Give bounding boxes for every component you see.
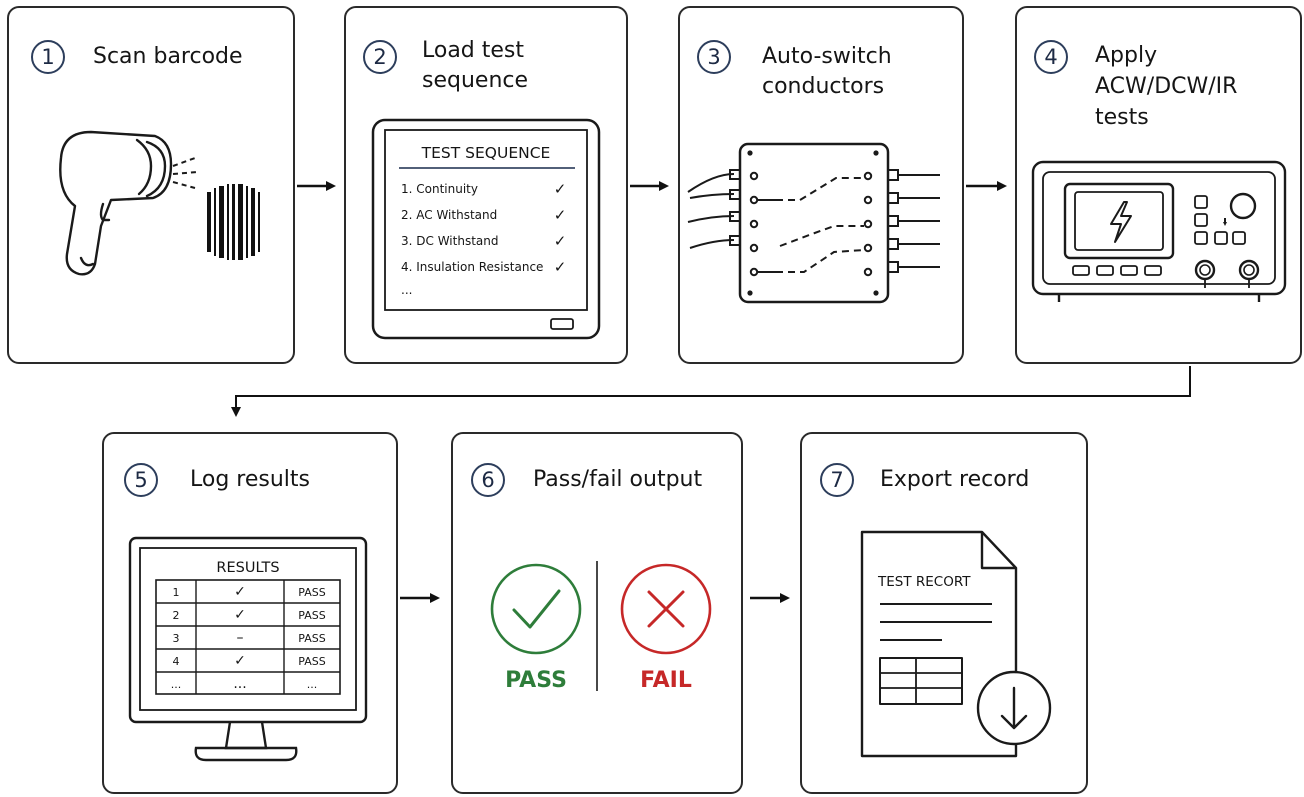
lightning-icon <box>1110 201 1132 243</box>
results-title: RESULTS <box>216 560 279 576</box>
step-number-badge: 7 <box>820 463 854 497</box>
step-number-badge: 6 <box>471 463 505 497</box>
results-cell: ... <box>233 676 246 692</box>
step-title: Scan barcode <box>93 44 243 69</box>
step-title: Export record <box>880 467 1030 492</box>
step-card-scan-barcode: 1 Scan barcode <box>7 6 295 364</box>
results-table: 1 ✓ PASS 2 ✓ PASS 3 – PASS 4 ✓ PASS......... <box>171 584 326 692</box>
step-title: Apply ACW/DCW/IR tests <box>1095 43 1238 130</box>
results-cell: PASS <box>298 632 325 645</box>
check-icon: ✓ <box>554 232 567 250</box>
results-cell: 2 <box>173 609 180 622</box>
sequence-item: 1. Continuity <box>401 182 478 196</box>
check-icon: ✓ <box>554 180 567 198</box>
step-card-pass-fail-output: 6 Pass/fail output PASS FAIL <box>451 432 743 794</box>
sequence-more: ... <box>401 283 412 297</box>
step-title: Pass/fail output <box>533 467 703 492</box>
results-cell: PASS <box>298 586 325 599</box>
step-number-badge: 3 <box>697 40 731 74</box>
step-number-badge: 2 <box>363 40 397 74</box>
results-cell: 1 <box>173 586 180 599</box>
results-cell: ✓ <box>234 584 246 600</box>
step-title: Load test sequence <box>422 38 529 93</box>
tablet-button <box>550 318 574 330</box>
test-sequence-tablet: TEST SEQUENCE 1. Continuity 2. AC Withst… <box>371 118 601 340</box>
hipot-tester-icon <box>1031 160 1287 302</box>
check-icon: ✓ <box>554 258 567 276</box>
sequence-title: TEST SEQUENCE <box>421 144 551 162</box>
results-cell: ✓ <box>234 653 246 669</box>
results-cell: – <box>237 630 244 646</box>
sequence-item: 4. Insulation Resistance <box>401 260 543 274</box>
sequence-item: 2. AC Withstand <box>401 208 497 222</box>
step-number-badge: 1 <box>31 40 65 74</box>
step-number-badge: 4 <box>1034 40 1068 74</box>
pass-label: PASS <box>505 668 567 693</box>
step-number-badge: 5 <box>124 463 158 497</box>
step-card-load-test-sequence: 2 Load test sequence TEST SEQUENCE 1. Co… <box>344 6 628 364</box>
barcode-scanner-icon <box>59 130 260 276</box>
switching-matrix-icon <box>687 142 940 304</box>
pass-fail-indicators: PASS FAIL <box>490 561 712 693</box>
step-title: Auto-switch conductors <box>762 44 892 99</box>
record-title: TEST RECORT <box>877 574 971 590</box>
results-cell: ✓ <box>234 607 246 623</box>
pass-icon <box>490 563 582 655</box>
step-card-log-results: 5 Log results RESULTS 1 ✓ PASS 2 ✓ PASS 3 – PASS… <box>102 432 398 794</box>
results-cell: PASS <box>298 655 325 668</box>
arrow-4-to-5 <box>231 366 1191 417</box>
fail-label: FAIL <box>640 668 692 693</box>
results-monitor: RESULTS 1 ✓ PASS 2 ✓ PASS 3 – PASS 4 ✓ PASS........… <box>128 536 368 762</box>
results-cell: 4 <box>173 655 180 668</box>
results-cell: ... <box>171 678 182 691</box>
step-card-apply-tests: 4 Apply ACW/DCW/IR tests <box>1015 6 1302 364</box>
sequence-item: 3. DC Withstand <box>401 234 498 248</box>
test-record-document: TEST RECORT <box>860 530 1052 758</box>
step-title: Log results <box>190 467 310 492</box>
check-icon: ✓ <box>554 206 567 224</box>
fail-icon <box>620 563 712 655</box>
step-card-auto-switch-conductors: 3 Auto-switch conductors <box>678 6 964 364</box>
results-cell: PASS <box>298 609 325 622</box>
results-cell: 3 <box>173 632 180 645</box>
results-cell: ... <box>307 678 318 691</box>
step-card-export-record: 7 Export record TEST RECORT <box>800 432 1088 794</box>
